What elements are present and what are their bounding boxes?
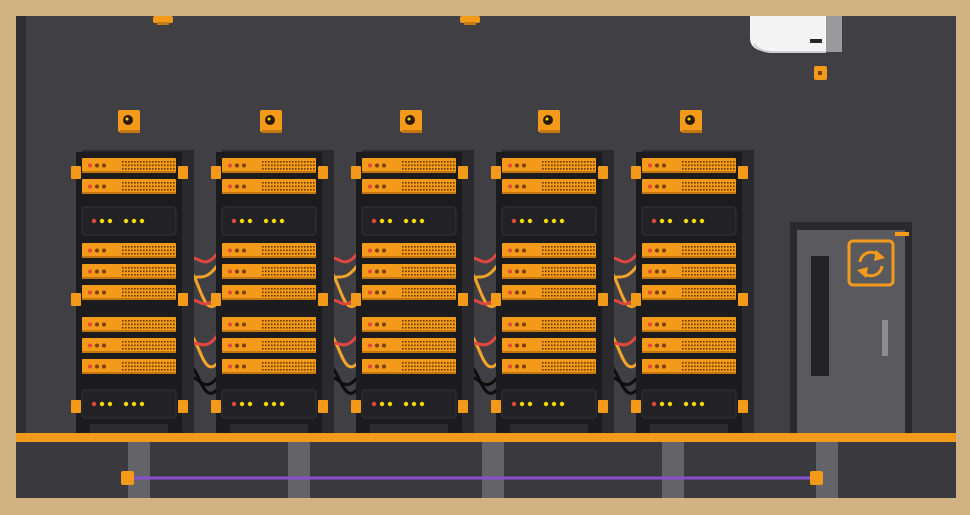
- orange-server-unit: [502, 285, 596, 300]
- orange-server-unit: [362, 179, 456, 194]
- orange-server-unit: [82, 179, 176, 194]
- black-server-unit: [361, 389, 457, 419]
- orange-server-unit: [222, 243, 316, 258]
- orange-server-unit: [362, 317, 456, 332]
- black-server-unit: [501, 206, 597, 236]
- server-racks: [71, 150, 754, 434]
- ceiling-lamp-left: [153, 16, 173, 25]
- orange-server-unit: [82, 264, 176, 279]
- server-rack-icon: [71, 150, 194, 434]
- orange-server-unit: [502, 158, 596, 173]
- orange-server-unit: [82, 338, 176, 353]
- air-conditioner-icon: [750, 16, 842, 80]
- orange-server-unit: [642, 264, 736, 279]
- door-icon: [790, 222, 912, 436]
- orange-server-unit: [502, 264, 596, 279]
- orange-server-unit: [502, 243, 596, 258]
- purple-line: [121, 471, 823, 485]
- orange-server-unit: [502, 359, 596, 374]
- security-camera-icon: [400, 110, 422, 133]
- orange-server-unit: [642, 338, 736, 353]
- security-camera-icon: [680, 110, 702, 133]
- orange-server-unit: [502, 179, 596, 194]
- orange-server-unit: [642, 243, 736, 258]
- orange-server-unit: [362, 359, 456, 374]
- black-server-unit: [361, 206, 457, 236]
- server-rack-icon: [351, 150, 474, 434]
- orange-server-unit: [222, 338, 316, 353]
- sync-icon: [847, 239, 895, 287]
- orange-server-unit: [362, 264, 456, 279]
- security-camera-icon: [118, 110, 140, 133]
- black-server-unit: [81, 206, 177, 236]
- orange-server-unit: [222, 285, 316, 300]
- orange-server-unit: [82, 158, 176, 173]
- orange-server-unit: [642, 317, 736, 332]
- orange-server-unit: [82, 359, 176, 374]
- black-server-unit: [501, 389, 597, 419]
- orange-server-unit: [82, 317, 176, 332]
- orange-server-unit: [502, 338, 596, 353]
- orange-server-unit: [222, 317, 316, 332]
- server-rack-icon: [631, 150, 754, 434]
- black-server-unit: [81, 389, 177, 419]
- server-rack-icon: [211, 150, 334, 434]
- black-server-unit: [221, 389, 317, 419]
- orange-server-unit: [642, 158, 736, 173]
- black-server-unit: [221, 206, 317, 236]
- orange-server-unit: [222, 158, 316, 173]
- orange-server-unit: [642, 179, 736, 194]
- orange-server-unit: [502, 317, 596, 332]
- orange-server-unit: [222, 264, 316, 279]
- orange-server-unit: [362, 338, 456, 353]
- orange-server-unit: [362, 158, 456, 173]
- floor-trim: [16, 433, 956, 442]
- orange-server-unit: [362, 285, 456, 300]
- black-server-unit: [641, 206, 737, 236]
- wall-edge: [16, 16, 26, 436]
- server-rack-icon: [491, 150, 614, 434]
- orange-server-unit: [362, 243, 456, 258]
- black-server-unit: [641, 389, 737, 419]
- orange-server-unit: [82, 243, 176, 258]
- orange-server-unit: [222, 179, 316, 194]
- orange-server-unit: [642, 285, 736, 300]
- security-camera-icon: [538, 110, 560, 133]
- orange-server-unit: [82, 285, 176, 300]
- orange-server-unit: [222, 359, 316, 374]
- orange-server-unit: [642, 359, 736, 374]
- ceiling-lamp-right: [460, 16, 480, 25]
- security-camera-icon: [260, 110, 282, 133]
- wall-sensors: [118, 110, 702, 133]
